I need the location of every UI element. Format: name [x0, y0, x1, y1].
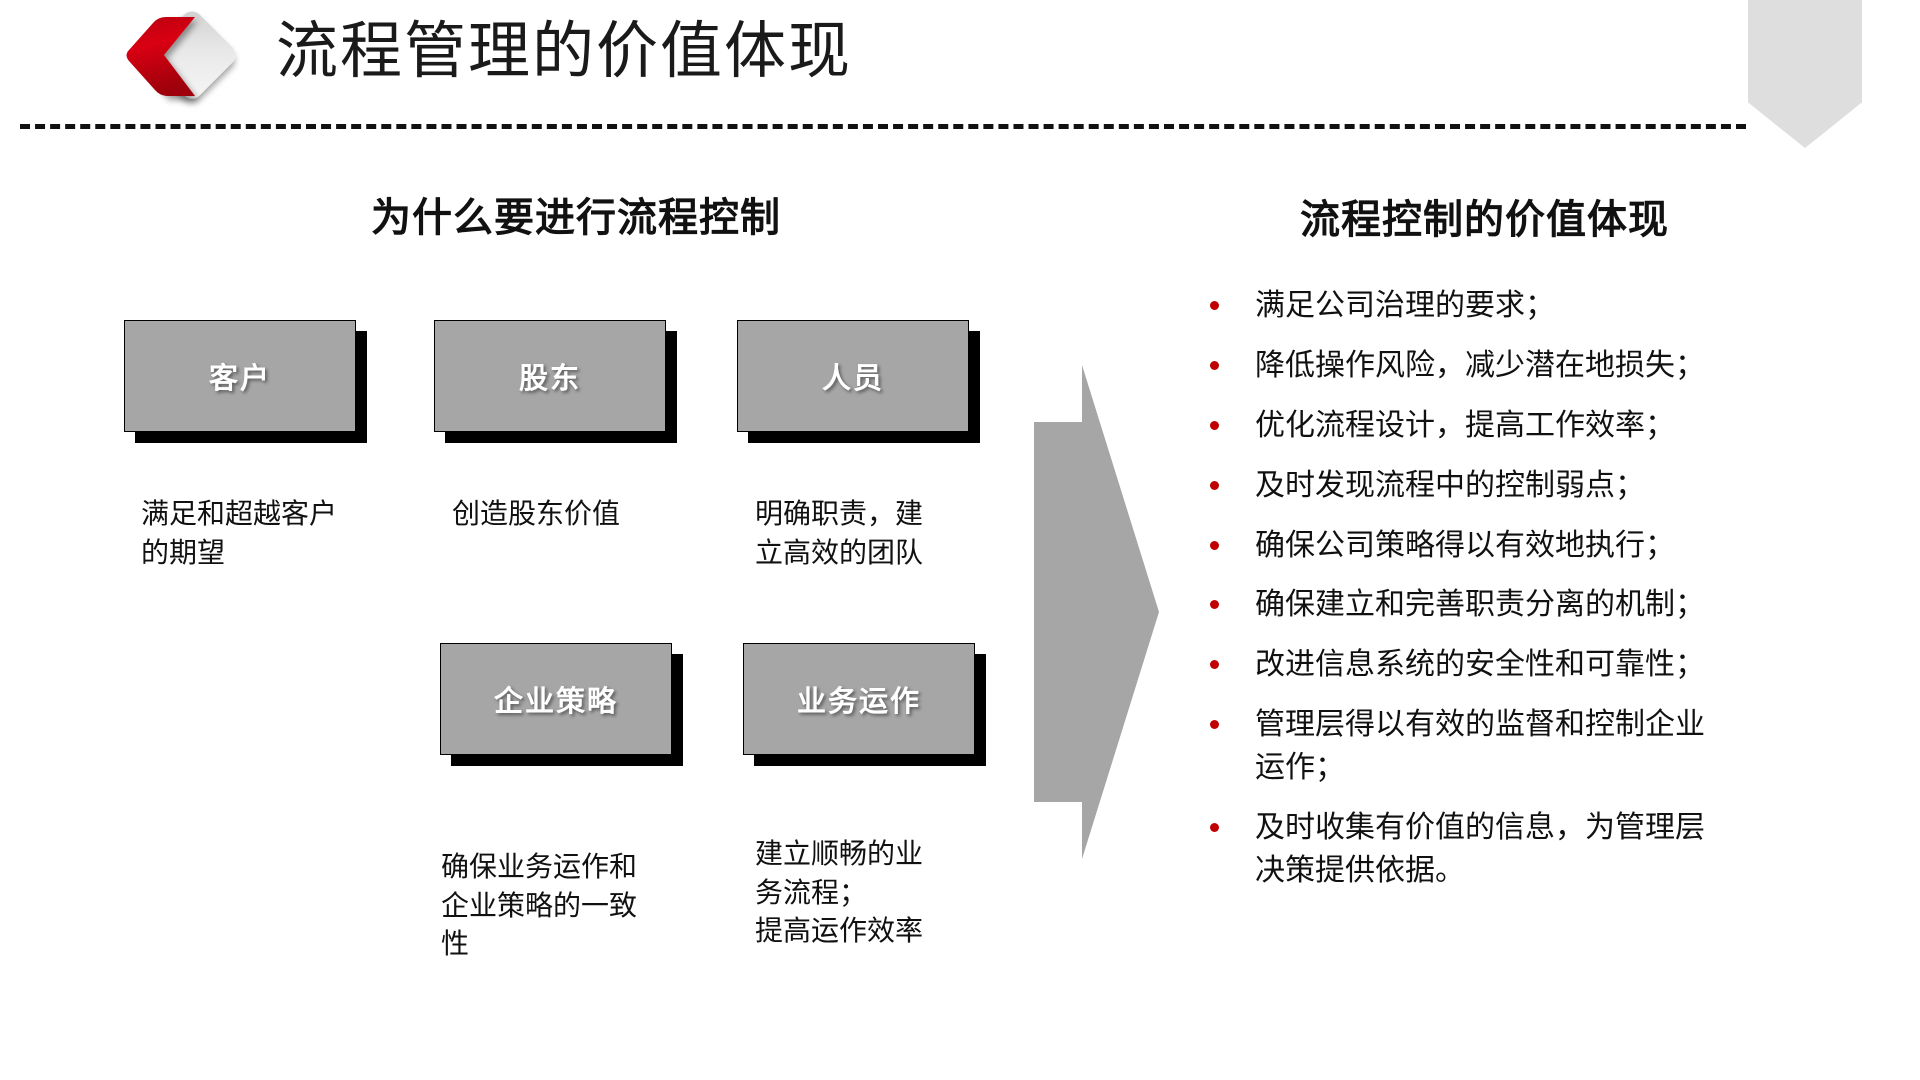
bullet-text: 满足公司治理的要求； [1255, 289, 1555, 322]
process-caption-customer: 满足和超越客户 的期望 [141, 498, 338, 568]
process-caption-personnel: 明确职责，建 立高效的团队 [755, 498, 924, 568]
process-box-label: 客户 [208, 363, 271, 395]
process-caption-operations: 建立顺畅的业 务流程； 提高运作效率 [755, 838, 924, 947]
bullet-dot-icon [1210, 301, 1219, 310]
bullet-text: 降低操作风险，减少潜在地损失； [1255, 348, 1705, 382]
process-box-label: 企业策略 [493, 686, 618, 718]
brand-logo [122, 8, 240, 118]
list-item: 及时发现流程中的控制弱点； [1210, 465, 1900, 508]
process-box-personnel[interactable]: 人员 [737, 320, 969, 432]
value-bullet-list: 满足公司治理的要求； 降低操作风险，减少潜在地损失； 优化流程设计，提高工作效率… [1210, 285, 1900, 910]
bullet-text: 确保建立和完善职责分离的机制； [1255, 588, 1705, 622]
page-title: 流程管理的价值体现 [276, 17, 853, 86]
corner-banner-icon [1748, 0, 1862, 148]
bullet-text: 及时发现流程中的控制弱点； [1255, 468, 1645, 502]
right-section-heading: 流程控制的价值体现 [1300, 198, 1669, 242]
bullet-text: 优化流程设计，提高工作效率； [1255, 408, 1675, 442]
left-section-heading: 为什么要进行流程控制 [371, 196, 781, 240]
process-box-label: 人员 [821, 363, 884, 395]
bullet-text: 管理层得以有效的监督和控制企业 运作； [1255, 708, 1705, 785]
bullet-dot-icon [1210, 480, 1219, 490]
list-item: 优化流程设计，提高工作效率； [1210, 405, 1900, 448]
bullet-text: 确保公司策略得以有效地执行； [1255, 528, 1675, 562]
process-caption-strategy: 确保业务运作和 企业策略的一致 性 [441, 851, 638, 960]
bullet-dot-icon [1210, 360, 1219, 370]
list-item: 及时收集有价值的信息，为管理层 决策提供依据。 [1210, 807, 1900, 893]
list-item: 确保建立和完善职责分离的机制； [1210, 584, 1900, 627]
header-dashed-divider [20, 124, 1746, 129]
bullet-dot-icon [1210, 420, 1219, 430]
bullet-dot-icon [1210, 600, 1219, 610]
process-box-label: 股东 [518, 363, 581, 395]
bullet-dot-icon [1210, 823, 1219, 833]
list-item: 确保公司策略得以有效地执行； [1210, 525, 1900, 568]
list-item: 管理层得以有效的监督和控制企业 运作； [1210, 704, 1900, 790]
right-arrow-icon [1034, 365, 1159, 859]
bullet-dot-icon [1210, 540, 1219, 550]
list-item: 降低操作风险，减少潜在地损失； [1210, 345, 1900, 388]
bullet-text: 改进信息系统的安全性和可靠性； [1255, 648, 1705, 682]
process-box-operations[interactable]: 业务运作 [743, 643, 975, 755]
process-box-strategy[interactable]: 企业策略 [440, 643, 672, 755]
process-box-label: 业务运作 [796, 686, 921, 718]
process-box-shareholder[interactable]: 股东 [434, 320, 666, 432]
list-item: 改进信息系统的安全性和可靠性； [1210, 644, 1900, 687]
process-box-customer[interactable]: 客户 [124, 320, 356, 432]
bullet-dot-icon [1210, 720, 1219, 730]
process-caption-shareholder: 创造股东价值 [452, 498, 621, 529]
list-item: 满足公司治理的要求； [1210, 285, 1900, 328]
red-chevron-diamond-icon [126, 11, 236, 99]
bullet-text: 及时收集有价值的信息，为管理层 决策提供依据。 [1255, 811, 1705, 887]
bullet-dot-icon [1210, 660, 1219, 670]
